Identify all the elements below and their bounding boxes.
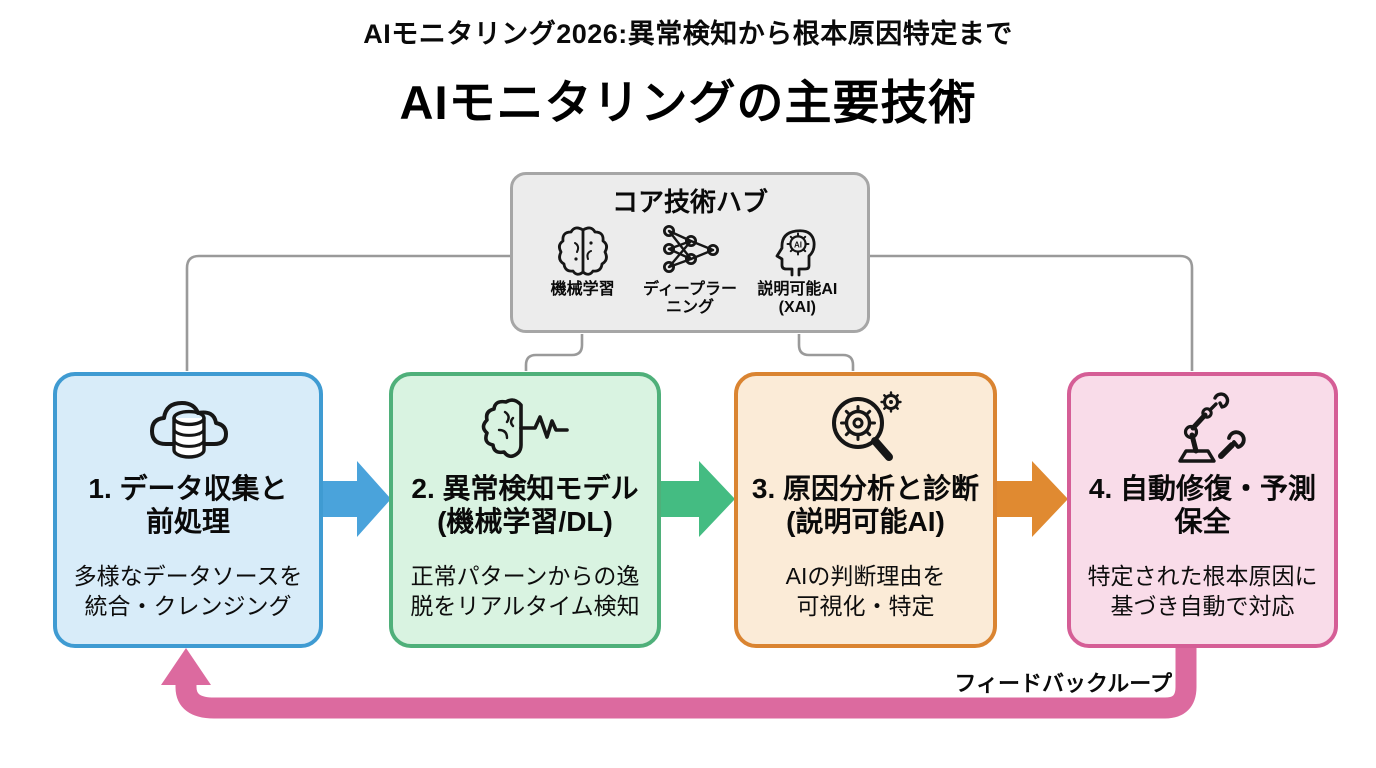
brain-pulse-icon [481,398,569,459]
step-3-description: AIの判断理由を 可視化・特定 [785,563,946,619]
step-1-title: 1. データ収集と 前処理 [88,473,288,538]
feedback-loop-line [175,645,1197,719]
step-2-icon-wrap [393,389,657,469]
hub-item-deep-learning: ディープラー ニング [636,221,743,317]
step-4-icon-wrap [1071,389,1334,469]
hub-item-machine-learning: 機械学習 [529,221,636,317]
robot-arm-wrench-icon [1177,392,1246,463]
hub-to-step1-connector [185,254,510,371]
core-hub-box: コア技術ハブ 機械学習 [510,172,870,333]
step-4-title: 4. 自動修復・予測 保全 [1088,473,1317,538]
hub-item-label: 機械学習 [550,281,615,298]
hub-to-step3-connector [797,334,855,371]
deep-learning-network-icon [662,225,719,274]
hub-title: コア技術ハブ [611,187,768,217]
step-2-title: 2. 異常検知モデル (機械学習/DL) [411,473,639,538]
svg-text:AI: AI [794,241,802,250]
cloud-database-icon [150,401,228,459]
explainable-ai-head-icon: AI [775,229,816,277]
step-2-description: 正常パターンからの逸 脱をリアルタイム検知 [410,563,640,619]
hub-item-label: ディープラー ニング [643,281,737,316]
step-1-icon-wrap [57,389,319,469]
flow-arrow-1-2 [323,461,391,537]
page-title: AIモニタリングの主要技術 [399,76,977,129]
hub-item-label: 説明可能AI (XAI) [757,281,838,316]
step-1-description: 多様なデータソースを 統合・クレンジング [73,563,303,619]
hub-to-step2-connector [524,334,584,371]
feedback-loop-label: フィードバックループ [954,671,1172,696]
feedback-loop-arrowhead [161,648,211,685]
step-box-2: 2. 異常検知モデル (機械学習/DL) 正常パターンからの逸 脱をリアルタイム… [389,372,661,648]
hub-to-step4-connector [870,254,1194,371]
step-box-3: 3. 原因分析と診断 (説明可能AI) AIの判断理由を 可視化・特定 [734,372,997,648]
page-subtitle: AIモニタリング2026:異常検知から根本原因特定まで [363,19,1013,49]
step-4-description: 特定された根本原因に 基づき自動で対応 [1087,563,1318,619]
hub-items-row: 機械学習 ディープラー ニング [513,219,867,317]
flow-arrow-3-4 [996,461,1068,537]
step-3-icon-wrap [738,389,993,469]
hub-item-explainable-ai: AI 説明可能AI (XAI) [744,221,851,317]
step-box-4: 4. 自動修復・予測 保全 特定された根本原因に 基づき自動で対応 [1067,372,1338,648]
machine-learning-brain-icon [557,226,608,276]
magnifier-gear-icon [831,391,902,461]
flow-arrow-2-3 [661,461,735,537]
step-3-title: 3. 原因分析と診断 (説明可能AI) [751,473,980,538]
step-box-1: 1. データ収集と 前処理 多様なデータソースを 統合・クレンジング [53,372,323,648]
